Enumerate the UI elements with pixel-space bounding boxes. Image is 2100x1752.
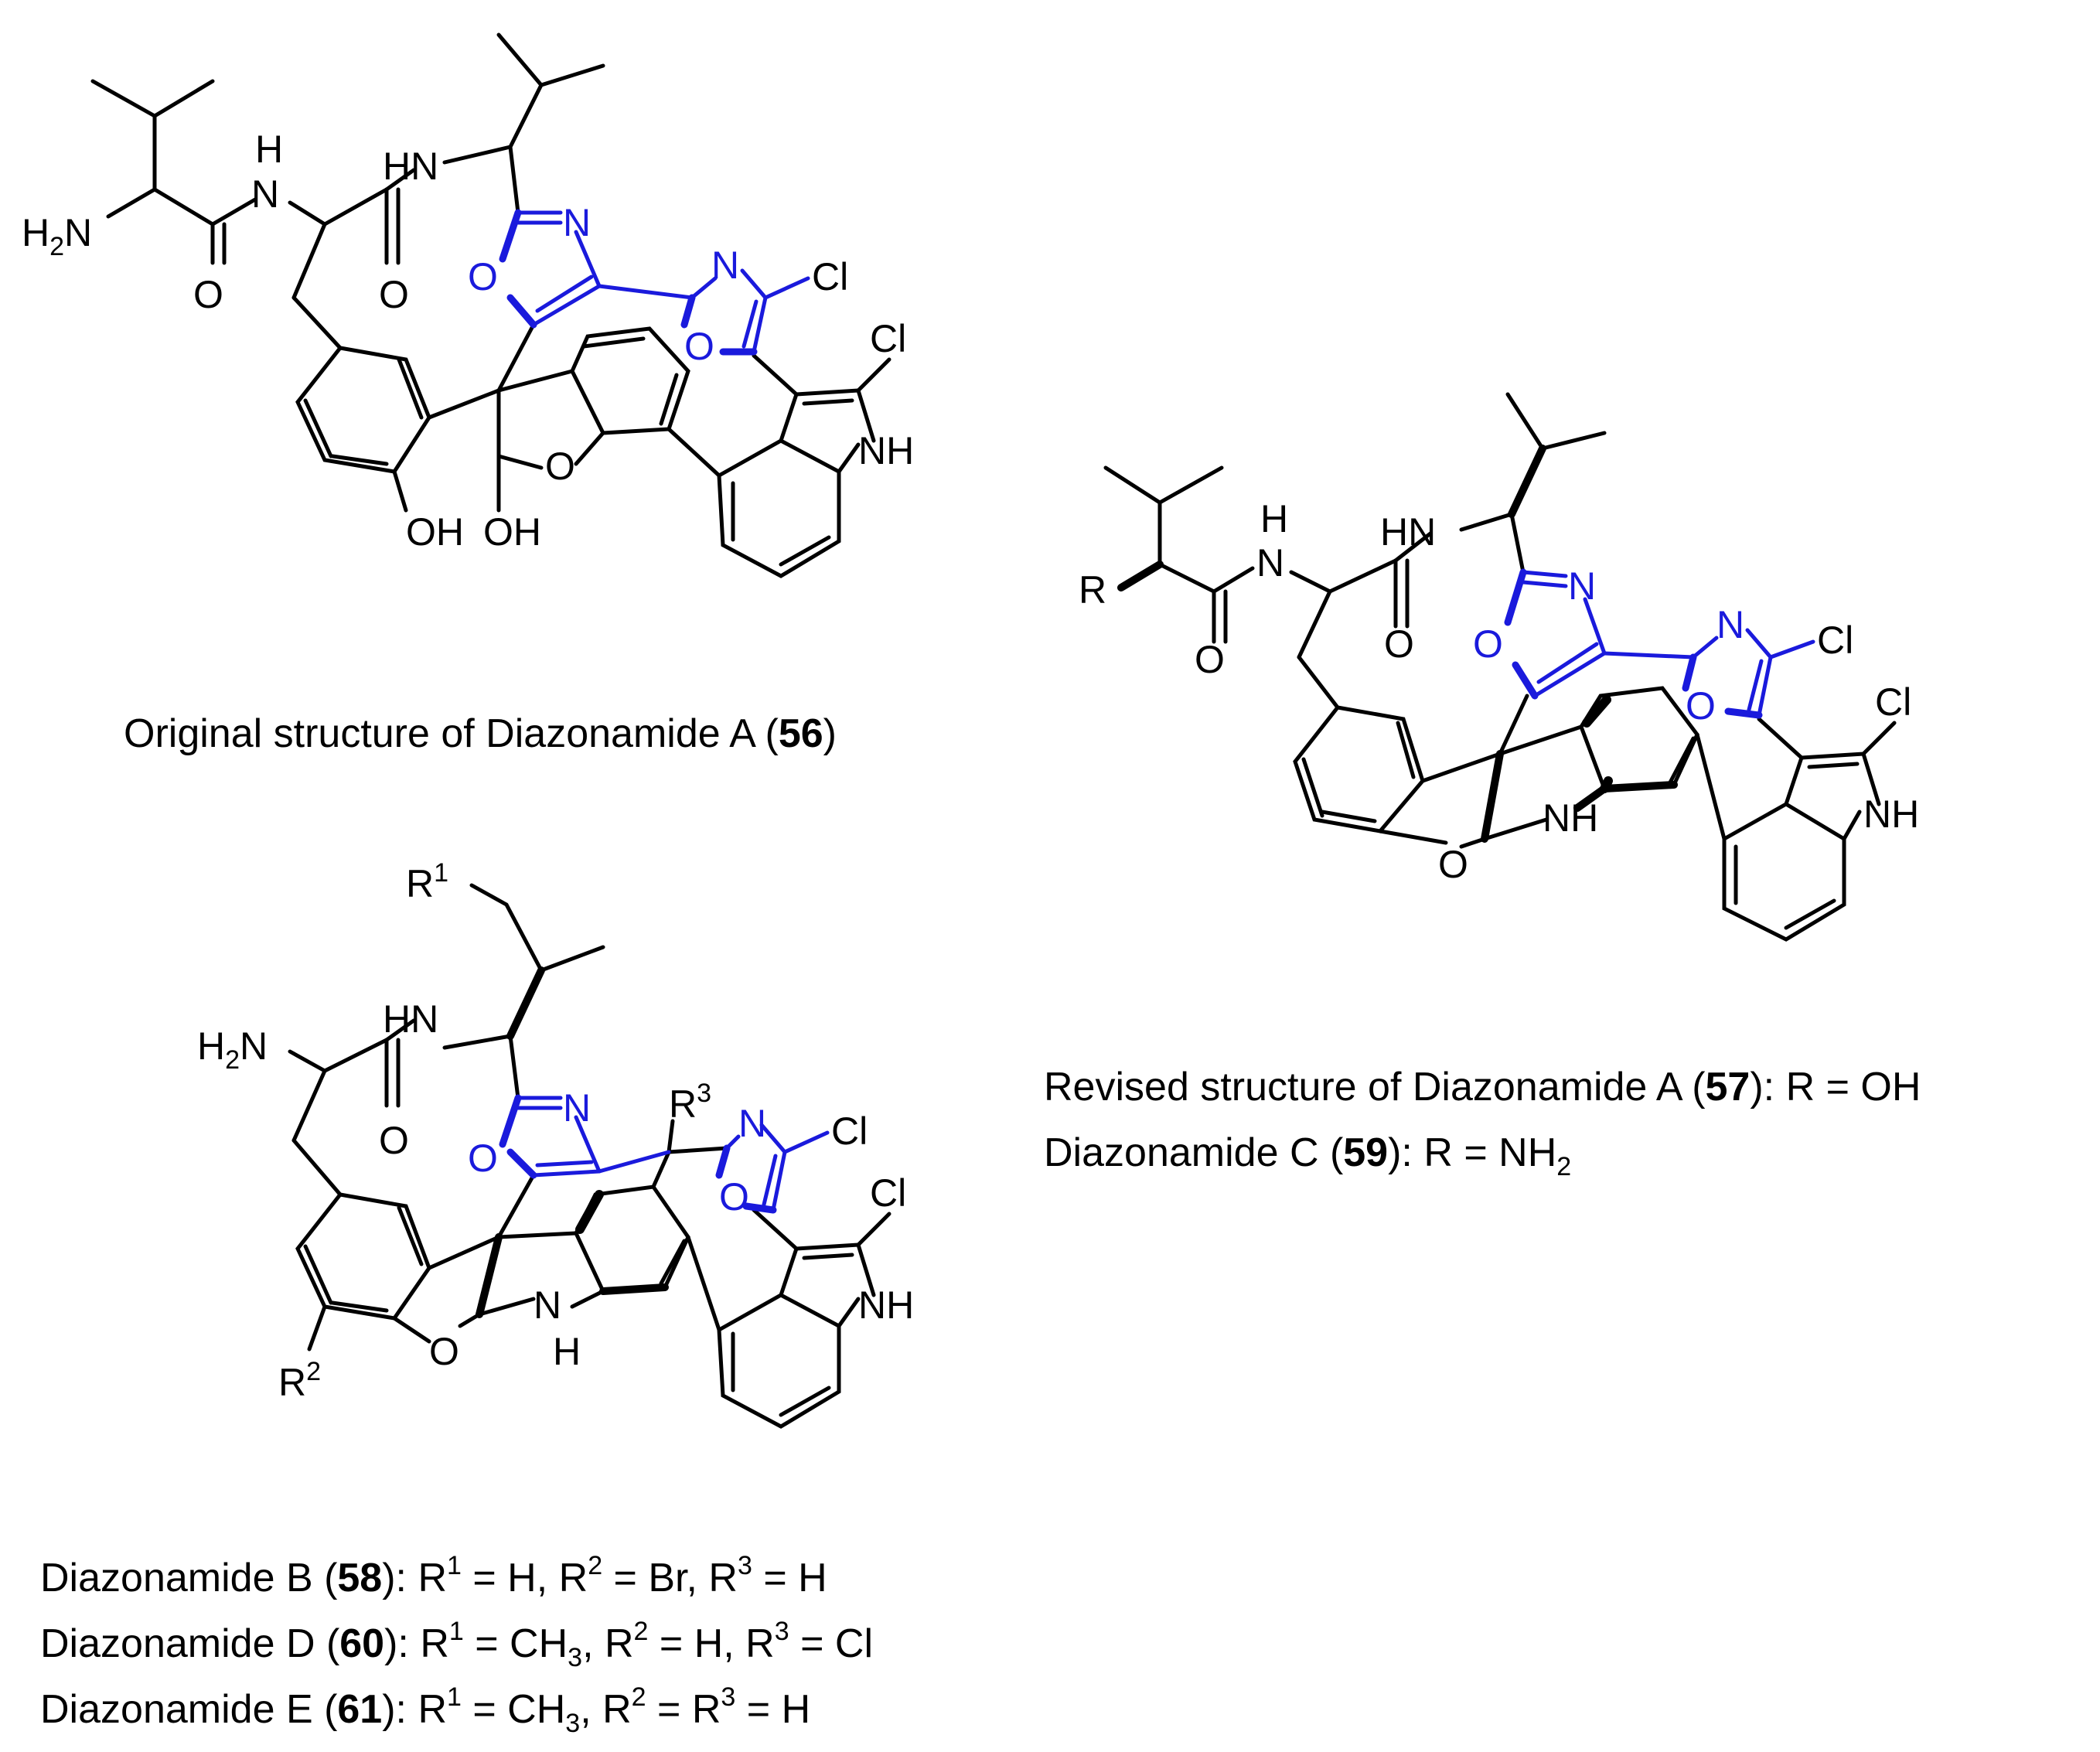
atom-hn-1: HN — [383, 145, 438, 188]
atom-n-aminal: NH — [1543, 796, 1598, 840]
svg-text:R2: R2 — [278, 1357, 321, 1404]
atom-cl-2: Cl — [870, 317, 906, 360]
atom-o-furan: O — [545, 445, 575, 488]
svg-text:H2N: H2N — [22, 211, 92, 261]
svg-text:H2N: H2N — [197, 1024, 268, 1075]
atom-o-oxazole-2: O — [719, 1175, 749, 1219]
caption-revised-57: Revised structure of Diazonamide A (57):… — [1044, 1065, 1921, 1109]
atom-nh-indole: NH — [1863, 792, 1919, 836]
atom-n-oxazole-1: N — [563, 1086, 591, 1130]
atom-o-carbonyl: O — [379, 1119, 409, 1162]
structure-56-oxazoles — [499, 209, 810, 356]
structure-56-labels: H2N H N O O HN N O N O Cl Cl NH O OH OH — [22, 128, 914, 554]
atom-r: R — [1079, 568, 1106, 612]
atom-oh-hemiacetal: OH — [483, 510, 541, 554]
atom-nh-indole: NH — [858, 1283, 914, 1327]
atom-h2n-n: N — [64, 211, 92, 254]
structure-56-bonds — [90, 32, 891, 578]
atom-o-carbonyl-1: O — [193, 273, 223, 316]
atom-r3: R — [669, 1082, 697, 1126]
atom-h2n-h: H — [197, 1024, 225, 1068]
structure-57-oxazoles — [1504, 568, 1815, 719]
atom-o-carbonyl-1: O — [1195, 638, 1225, 681]
atom-oh-phenol: OH — [406, 510, 464, 554]
atom-n-aminal: N — [534, 1283, 561, 1327]
svg-text:R3: R3 — [669, 1079, 711, 1126]
atom-r2: R — [278, 1361, 306, 1404]
caption-diazonamide-c-59: Diazonamide C (59): R = NH2 — [1044, 1130, 1572, 1181]
atom-n-oxazole-2: N — [711, 244, 739, 287]
atom-nh-indole: NH — [858, 429, 914, 472]
atom-o-ether: O — [1438, 843, 1468, 886]
atom-cl-2: Cl — [1875, 680, 1911, 724]
caption-original-56: Original structure of Diazonamide A (56) — [124, 711, 837, 756]
structure-57-labels: R H N O O HN N O N O Cl Cl NH O NH — [1079, 497, 1919, 886]
atom-h-aminal: H — [553, 1330, 581, 1373]
atom-h2n-sub: 2 — [49, 232, 64, 261]
caption-diazonamide-d-60: Diazonamide D (60): R1 = CH3, R2 = H, R3… — [40, 1617, 874, 1672]
atom-h-amide: H — [1260, 497, 1288, 540]
atom-h-amide: H — [255, 128, 283, 171]
atom-n-oxazole-2: N — [738, 1102, 766, 1145]
atom-o-oxazole-1: O — [468, 255, 498, 298]
svg-text:R1: R1 — [406, 858, 448, 905]
atom-n-amide: N — [1256, 541, 1284, 585]
atom-n-oxazole-2: N — [1716, 603, 1744, 646]
atom-o-carbonyl-2: O — [1384, 622, 1414, 666]
structure-58-oxazoles — [499, 1094, 830, 1214]
atom-cl-1: Cl — [831, 1109, 868, 1153]
atom-n-amide: N — [251, 172, 279, 216]
atom-o-oxazole-2: O — [684, 325, 714, 368]
atom-o-oxazole-2: O — [1686, 684, 1716, 728]
atom-cl-1: Cl — [1817, 619, 1853, 662]
atom-cl-1: Cl — [812, 255, 848, 298]
atom-o-ether: O — [429, 1330, 459, 1373]
atom-hn: HN — [1380, 510, 1436, 554]
atom-o-carbonyl-2: O — [379, 273, 409, 316]
atom-n-oxazole-1: N — [563, 201, 591, 244]
atom-n-oxazole-1: N — [1568, 564, 1596, 608]
atom-cl-2: Cl — [870, 1171, 906, 1215]
structure-57-bonds — [1103, 392, 1897, 942]
atom-o-oxazole-1: O — [468, 1137, 498, 1180]
structure-58-bonds — [288, 883, 891, 1429]
atom-h2n-n: N — [240, 1024, 268, 1068]
caption-diazonamide-b-58: Diazonamide B (58): R1 = H, R2 = Br, R3 … — [40, 1551, 827, 1600]
atom-o-oxazole-1: O — [1473, 622, 1503, 666]
caption-diazonamide-e-61: Diazonamide E (61): R1 = CH3, R2 = R3 = … — [40, 1682, 811, 1738]
atom-h2n-h: H — [22, 211, 49, 254]
atom-r2-sup: 2 — [306, 1357, 321, 1386]
atom-r1: R — [406, 862, 434, 905]
structure-58-labels: R1 HN H2N O N O R3 N O Cl Cl NH R2 O N H — [197, 858, 914, 1404]
atom-hn: HN — [383, 997, 438, 1041]
atom-h2n-sub: 2 — [225, 1045, 240, 1075]
atom-r3-sup: 3 — [697, 1079, 711, 1108]
atom-r1-sup: 1 — [434, 858, 448, 888]
